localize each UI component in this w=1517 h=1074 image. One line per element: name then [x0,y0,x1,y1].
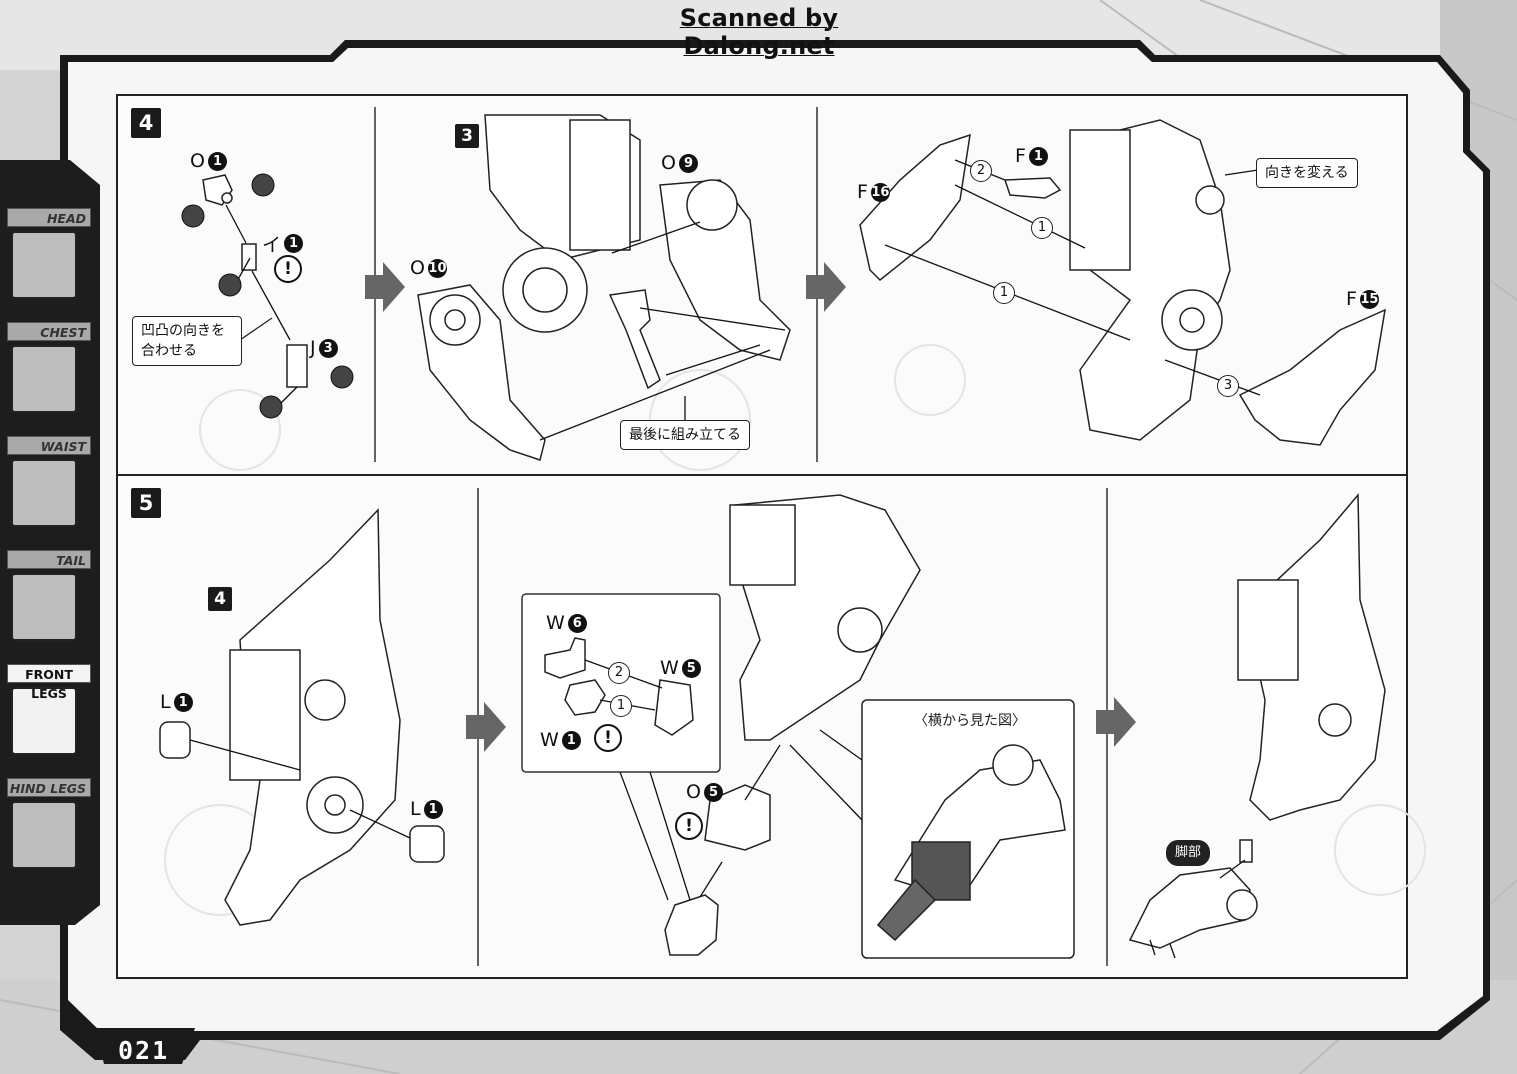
part-letter: L [410,798,421,820]
warning-icon: ! [675,812,703,840]
part-number: 1 [207,151,227,171]
part-number: 1 [423,799,443,819]
part-label-o5: O 5 [686,781,723,803]
order-marker-1: 1 [1031,217,1053,239]
part-number: 1 [284,234,304,253]
part-letter: O [661,152,676,174]
part-number: 5 [703,782,723,802]
page-number: 021 [118,1036,170,1065]
sidebar-item-label: TAIL [7,550,91,569]
part-label-f16: F 16 [857,181,890,203]
sidebar-item-label: HIND LEGS [7,778,91,797]
head-thumbnail-icon [11,231,77,299]
part-label-i1: イ 1 [262,230,304,257]
warning-icon: ! [594,724,622,752]
part-letter: L [160,691,171,713]
sidebar-item-front-legs[interactable]: FRONT LEGS [7,664,91,755]
part-label-o10: O 10 [410,257,447,279]
waist-thumbnail-icon [11,459,77,527]
hind-legs-thumbnail-icon [11,801,77,869]
part-number: 3 [318,338,338,358]
part-label-f1: F 1 [1015,145,1048,167]
part-number: 16 [870,182,890,202]
sidebar-item-label: WAIST [7,436,91,455]
part-letter: F [1015,145,1026,167]
part-label-w6: W 6 [546,612,587,634]
part-letter: F [857,181,868,203]
step-4-badge: 4 [131,108,161,138]
part-number: 15 [1359,289,1379,309]
chest-thumbnail-icon [11,345,77,413]
sidebar-item-label: HEAD [7,208,91,227]
part-number: 6 [567,613,587,633]
part-letter: O [686,781,701,803]
part-number: 9 [678,153,698,173]
warning-icon: ! [274,255,302,283]
part-letter: イ [262,234,282,256]
order-marker-2: 2 [608,662,630,684]
part-label-j3: J 3 [310,337,338,359]
front-legs-thumbnail-icon [11,687,77,755]
tail-thumbnail-icon [11,573,77,641]
watermark-text: Scanned by Dalong.net [679,4,839,60]
part-letter: W [660,657,679,679]
sidebar-item-tail[interactable]: TAIL [7,550,91,641]
step-5-badge: 5 [131,488,161,518]
part-letter: O [410,257,425,279]
side-view-title: 〈横から見た図〉 [914,713,1026,729]
part-letter: W [546,612,565,634]
part-label-l1-right: L 1 [410,798,443,820]
part-label-o1: O 1 [190,150,227,172]
part-letter: O [190,150,205,172]
order-marker-1: 1 [993,282,1015,304]
part-label-w5: W 5 [660,657,701,679]
sidebar-item-chest[interactable]: CHEST [7,322,91,413]
part-label-w1: W 1 [540,729,581,751]
part-label-f15: F 15 [1346,288,1379,310]
order-marker-3: 3 [1217,375,1239,397]
part-letter: F [1346,288,1357,310]
part-number: 1 [1028,146,1048,166]
leg-label: 脚部 [1166,840,1211,866]
part-number: 5 [681,658,701,678]
part-label-o9: O 9 [661,152,698,174]
sidebar-item-waist[interactable]: WAIST [7,436,91,527]
sub-step-3-badge: 3 [455,124,479,148]
sub-step-4-badge: 4 [208,587,232,611]
order-marker-1: 1 [610,695,632,717]
sidebar-item-head[interactable]: HEAD [7,208,91,299]
callout-align-bumps: 凹凸の向きを合わせる [132,316,242,366]
callout-change-direction: 向きを変える [1256,158,1358,188]
order-marker-2: 2 [970,160,992,182]
part-number: 1 [561,730,581,750]
part-label-l1-left: L 1 [160,691,193,713]
part-number: 1 [173,692,193,712]
sidebar-item-label: FRONT LEGS [7,664,91,701]
part-number: 10 [427,258,447,278]
part-letter: W [540,729,559,751]
sidebar-item-hind-legs[interactable]: HIND LEGS [7,778,91,869]
callout-assemble-last: 最後に組み立てる [620,420,750,450]
part-letter: J [310,337,316,359]
sidebar-item-label: CHEST [7,322,91,341]
